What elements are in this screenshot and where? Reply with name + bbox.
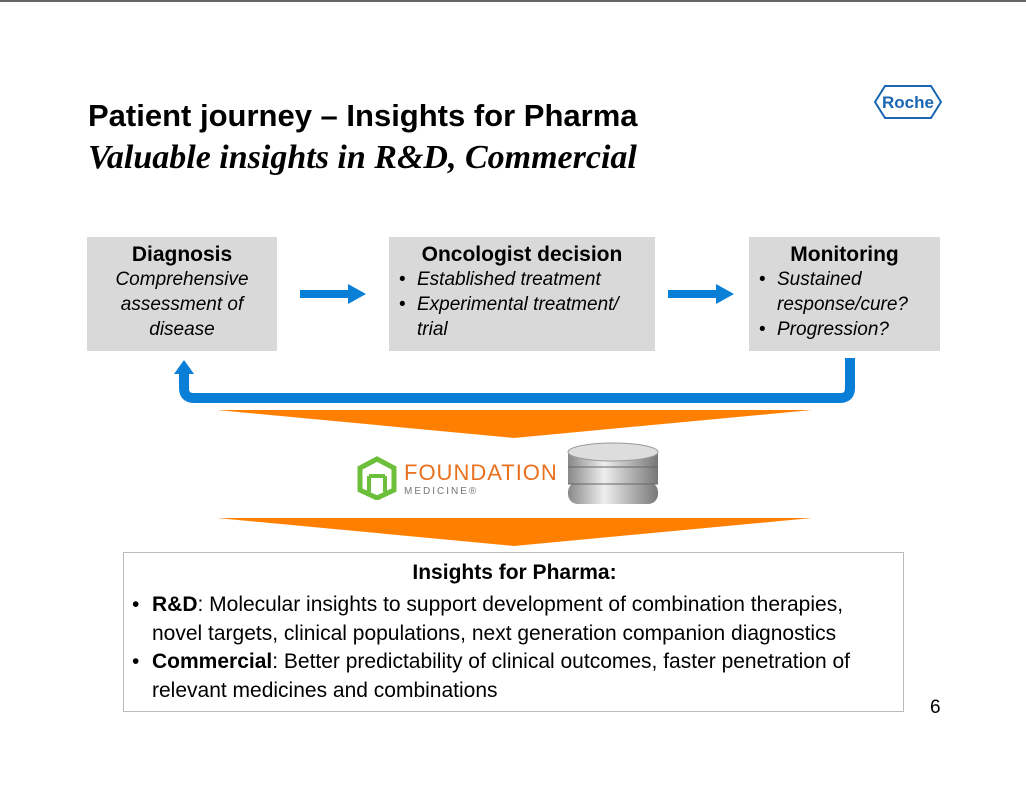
right-arrow-icon: [668, 284, 734, 304]
orange-chevron: [217, 518, 812, 546]
slide-subtitle: Valuable insights in R&D, Commercial: [88, 139, 637, 176]
foundation-name: FOUNDATION: [404, 460, 558, 485]
box-title: Monitoring: [790, 243, 899, 266]
foundation-medicine-logo-icon: [357, 456, 397, 500]
insight-item: R&D: Molecular insights to support devel…: [132, 591, 852, 648]
insights-title: Insights for Pharma:: [412, 561, 617, 584]
monitoring-box: Monitoring Sustained response/cure?Progr…: [749, 237, 940, 351]
slide-title: Patient journey – Insights for Pharma: [88, 98, 638, 133]
insight-text: : Better predictability of clinical outc…: [152, 650, 851, 702]
insight-item: Commercial: Better predictability of cli…: [132, 648, 852, 705]
top-border: [0, 0, 1026, 2]
insight-label: Commercial: [152, 650, 273, 673]
oncologist-decision-box: Oncologist decision Established treatmen…: [389, 237, 655, 351]
orange-chevron: [217, 410, 812, 438]
svg-text:Roche: Roche: [882, 93, 934, 112]
database-icon: [567, 442, 659, 504]
insight-text: : Molecular insights to support developm…: [152, 593, 844, 645]
roche-logo: Roche: [873, 85, 943, 119]
box-item: Sustained response/cure?: [759, 267, 932, 317]
insight-label: R&D: [152, 593, 198, 616]
box-item: Established treatment: [399, 267, 647, 292]
box-title: Oncologist decision: [421, 243, 623, 266]
box-item: Experimental treatment/ trial: [399, 292, 647, 342]
right-arrow-icon: [300, 284, 366, 304]
page-number: 6: [930, 697, 941, 718]
box-title: Diagnosis: [131, 243, 233, 266]
feedback-loop-arrow: [179, 358, 855, 403]
foundation-sub: MEDICINE®: [404, 486, 479, 497]
box-text: Comprehensive assessment of disease: [115, 269, 249, 340]
box-item: Progression?: [759, 317, 932, 342]
insights-box: Insights for Pharma: R&D: Molecular insi…: [123, 552, 904, 712]
diagnosis-box: Diagnosis Comprehensive assessment of di…: [87, 237, 277, 351]
